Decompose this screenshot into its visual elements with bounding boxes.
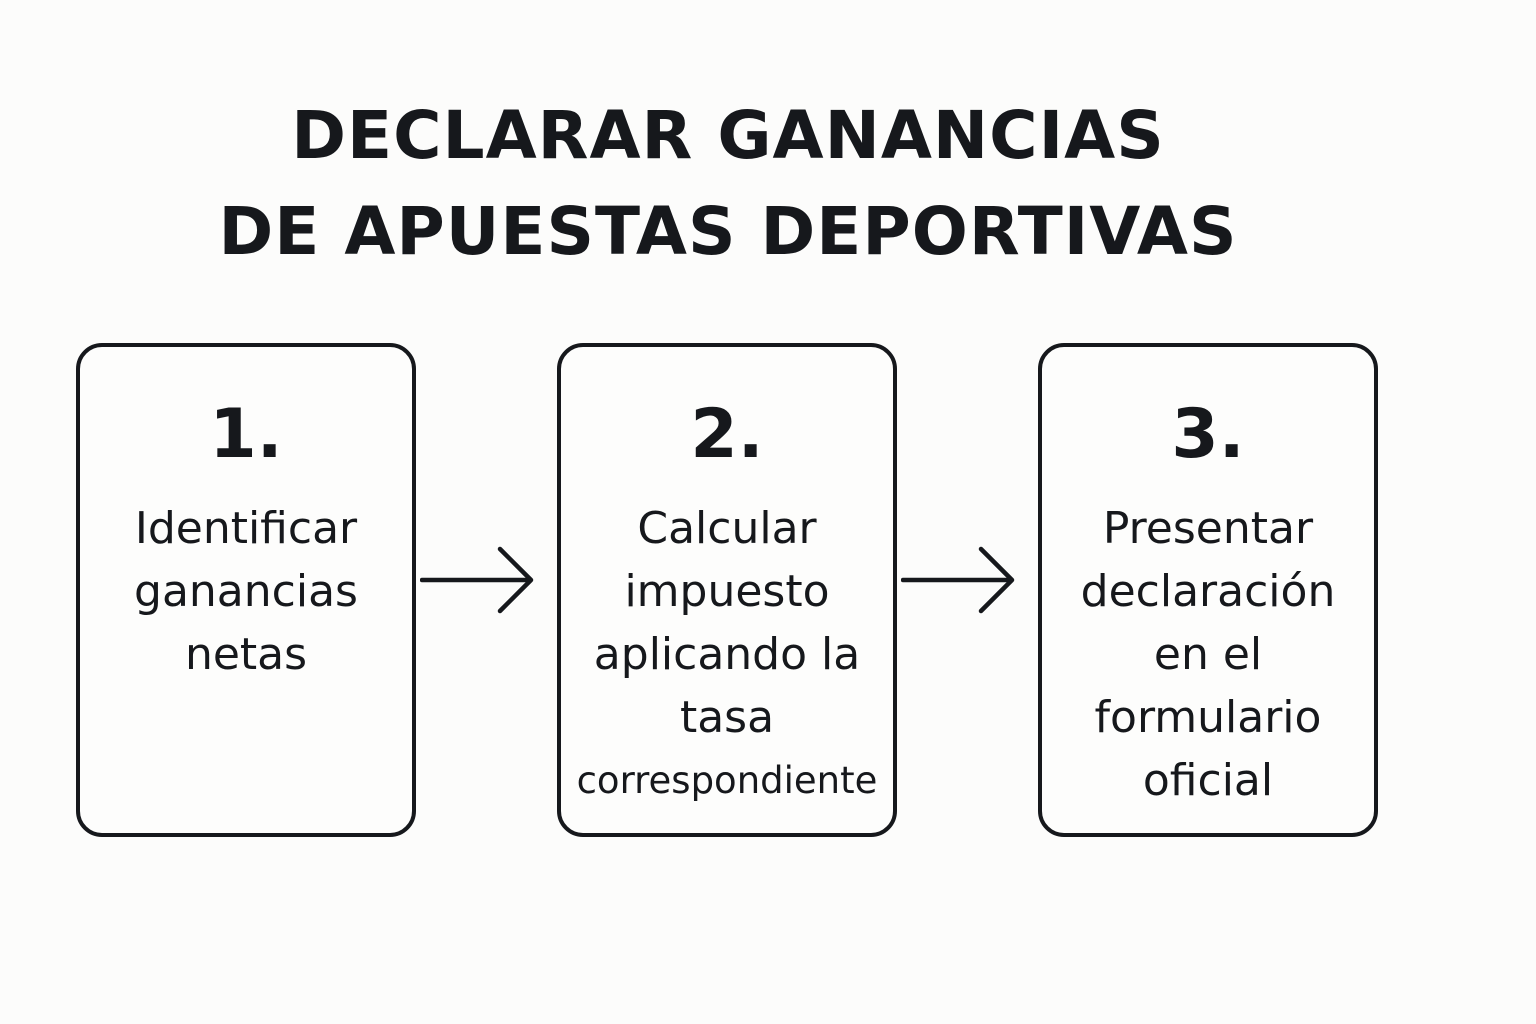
step-text-line: correspondiente	[576, 759, 878, 802]
step-text-line: aplicando la	[593, 629, 861, 680]
step-number: 1.	[209, 395, 283, 474]
step-text-line: Presentar	[1102, 503, 1314, 554]
step-text-line: tasa	[679, 692, 775, 743]
diagram-title: DECLARAR GANANCIAS DE APUESTAS DEPORTIVA…	[0, 88, 1456, 280]
step-text-line: formulario	[1094, 692, 1322, 743]
step-number: 2.	[690, 395, 764, 474]
title-line-1: DECLARAR GANANCIAS	[291, 97, 1165, 174]
step-text-line: en el	[1153, 629, 1263, 680]
step-text-line: declaración	[1080, 566, 1336, 617]
title-line-2: DE APUESTAS DEPORTIVAS	[218, 193, 1238, 270]
arrow-right-icon	[420, 546, 534, 614]
step-text-line: ganancias	[134, 566, 358, 617]
step-text-line: netas	[184, 629, 308, 680]
step-text-line: Identificar	[134, 503, 358, 554]
step-box-3: 3. Presentar declaración en el formulari…	[1038, 343, 1378, 837]
step-number: 3.	[1171, 395, 1245, 474]
step-description: Identificar ganancias netas	[80, 497, 412, 686]
step-description: Presentar declaración en el formulario o…	[1042, 497, 1374, 812]
step-text-line: Calcular	[637, 503, 817, 554]
arrow-right-icon	[901, 546, 1015, 614]
step-box-1: 1. Identificar ganancias netas	[76, 343, 416, 837]
step-text-line: impuesto	[624, 566, 830, 617]
step-box-2: 2. Calcular impuesto aplicando la tasa c…	[557, 343, 897, 837]
step-description: Calcular impuesto aplicando la tasa corr…	[561, 497, 893, 812]
step-text-line: oficial	[1142, 755, 1274, 806]
